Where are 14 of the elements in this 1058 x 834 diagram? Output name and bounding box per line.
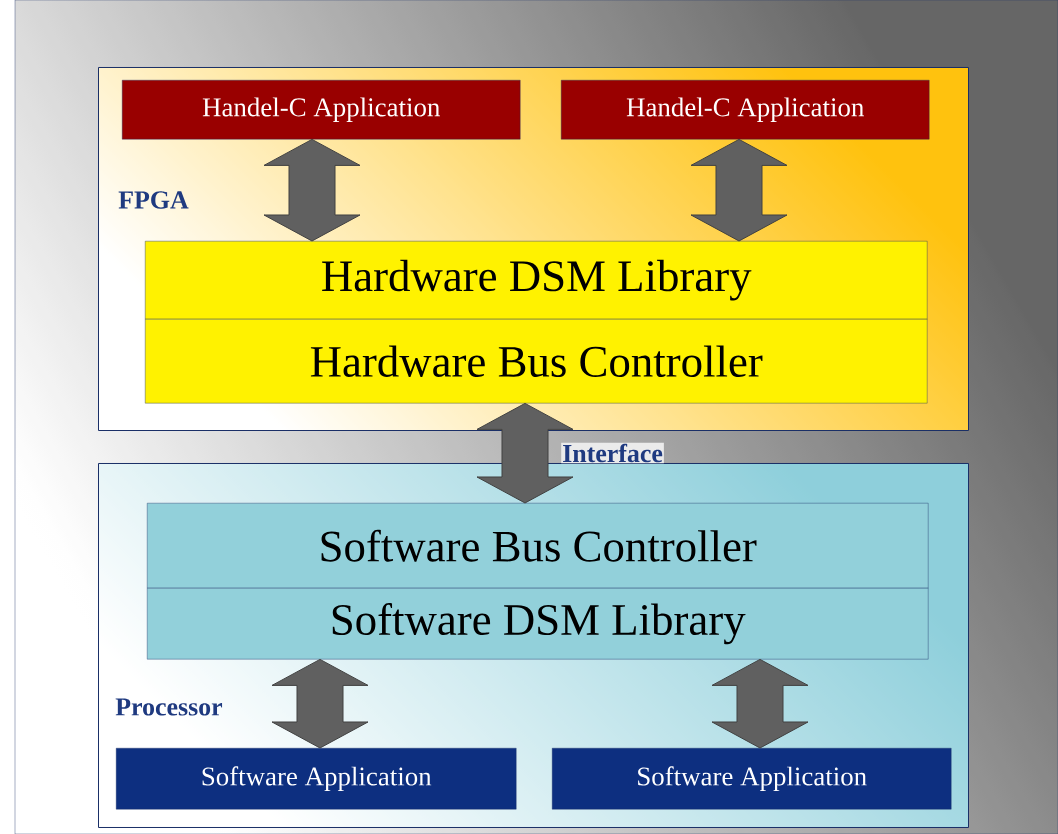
double-arrow: [711, 658, 809, 749]
application-box: Software Application: [116, 748, 517, 810]
double-arrow: [476, 402, 574, 504]
double-arrow: [690, 138, 788, 242]
double-arrow: [271, 658, 369, 749]
edge-label: Interface: [561, 442, 664, 464]
application-box: Software Application: [552, 748, 952, 810]
double-arrow: [263, 138, 361, 242]
application-box: Handel-C Application: [122, 80, 521, 140]
layer-box: Software DSM Library: [147, 588, 929, 660]
layer-box: Software Bus Controller: [147, 503, 929, 589]
layer-box: Hardware Bus Controller: [145, 319, 928, 404]
layer-box: Hardware DSM Library: [145, 241, 928, 320]
application-box: Handel-C Application: [561, 80, 930, 140]
